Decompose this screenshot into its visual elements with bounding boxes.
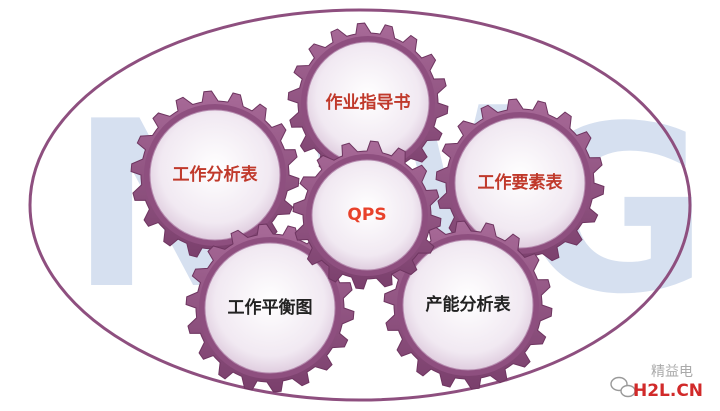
gear-capacity-analysis: 产能分析表	[383, 220, 553, 390]
gear-inner-disc	[311, 159, 423, 271]
gear-work-analysis: 工作分析表	[130, 90, 300, 260]
footer-branding: 精益电 H2L.CN	[610, 364, 703, 401]
outer-ellipse	[28, 8, 692, 402]
wechat-account-name: 精益电	[651, 364, 693, 380]
gear-work-balance: 工作平衡图	[185, 223, 355, 393]
gear-inner-disc	[454, 117, 586, 249]
gear-inner-disc	[149, 109, 281, 241]
gear-label-capacity-analysis: 产能分析表	[426, 294, 512, 315]
gear-instructions: 作业指导书	[287, 22, 449, 184]
site-logo: H2L.CN	[633, 381, 703, 401]
gear-label-center: QPS	[347, 205, 386, 225]
gear-label-work-elements: 工作要素表	[478, 172, 564, 193]
gear-label-instructions: 作业指导书	[326, 92, 411, 113]
gear-center: QPS	[292, 140, 442, 290]
gear-inner-disc	[204, 242, 336, 374]
gear-label-work-analysis: 工作分析表	[173, 164, 259, 185]
gear-inner-disc	[402, 239, 534, 371]
gear-work-elements: 工作要素表	[435, 98, 605, 268]
gear-label-work-balance: 工作平衡图	[228, 297, 313, 318]
wechat-icon	[610, 376, 636, 398]
